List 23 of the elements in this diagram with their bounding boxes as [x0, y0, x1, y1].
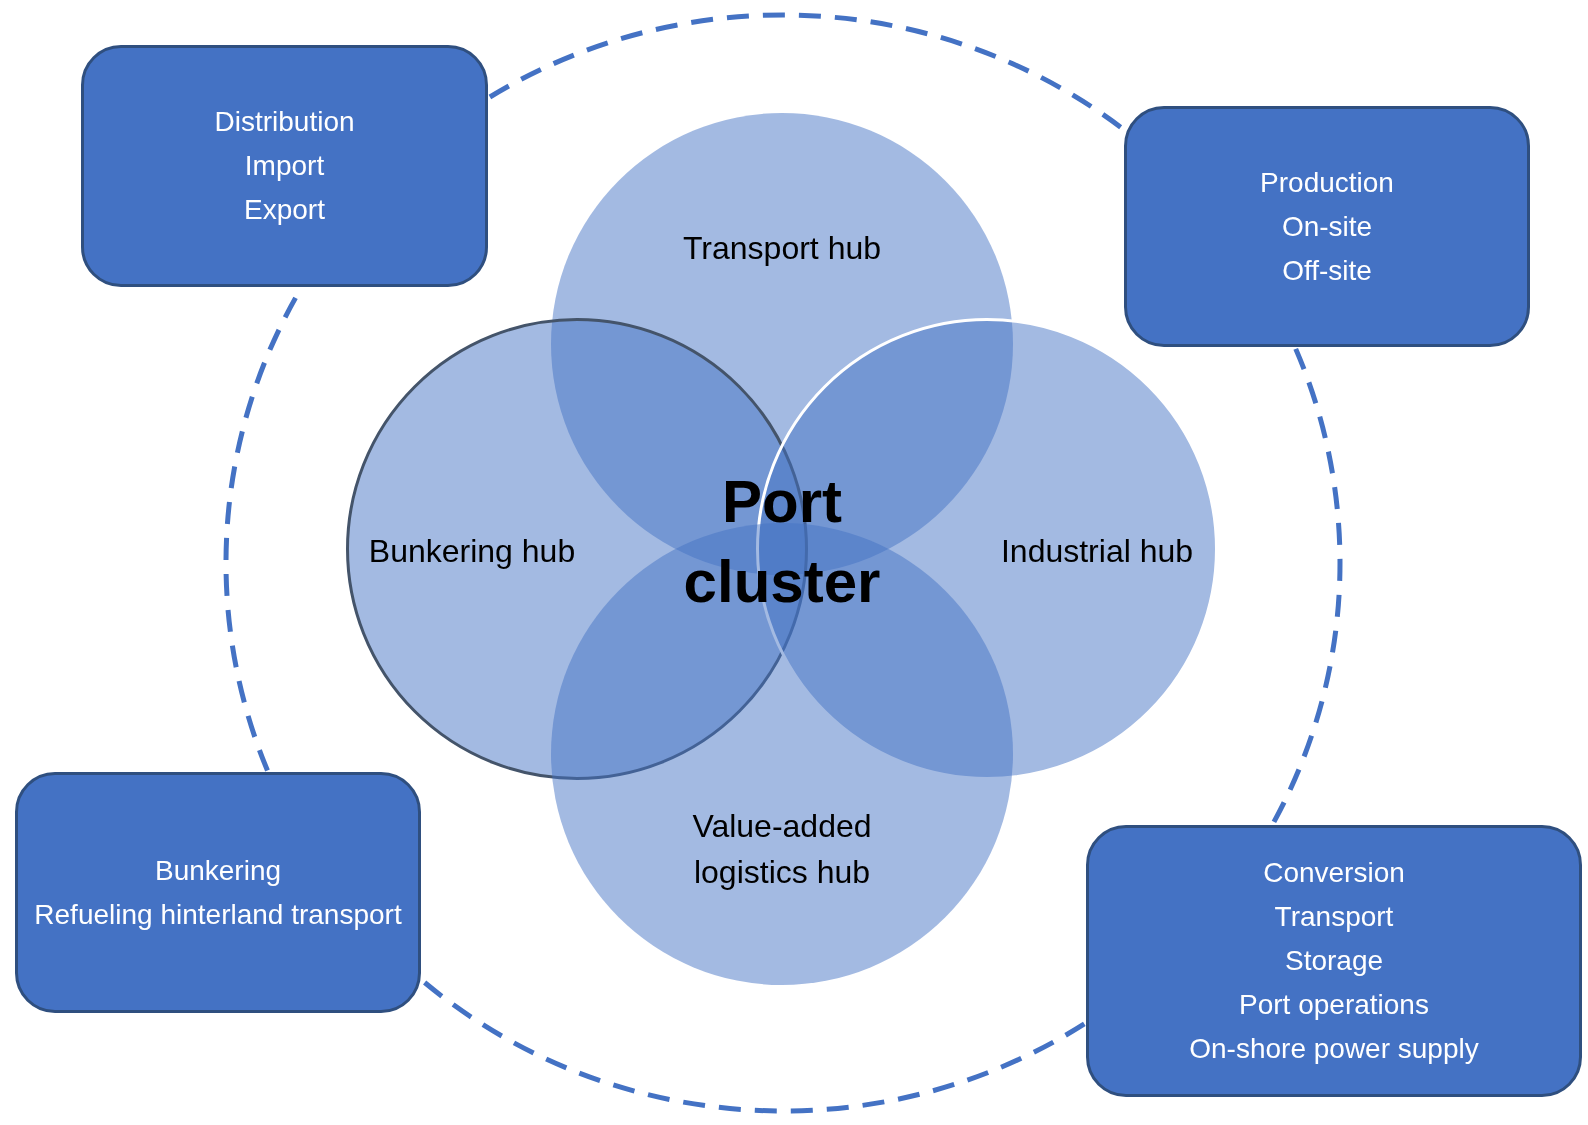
rounded-box	[1086, 825, 1582, 1097]
box-text: Transport	[1274, 900, 1394, 934]
box-text: Conversion	[1263, 856, 1405, 890]
hub-label: Value-added logistics hub	[691, 807, 873, 892]
box-text: Bunkering	[154, 853, 282, 888]
rounded-box	[15, 772, 421, 1013]
box-text: Distribution	[214, 105, 355, 139]
box-text: Refueling hinterland transport	[34, 897, 402, 932]
box-text: Import	[244, 149, 325, 183]
box-text: On-site	[1281, 209, 1373, 244]
box-text: Off-site	[1282, 253, 1372, 288]
hub-label: Industrial hub	[999, 532, 1195, 571]
dashed-connector	[1270, 348, 1343, 826]
box-text: On-shore power supply	[1189, 1032, 1479, 1066]
box-text: Port operations	[1239, 988, 1429, 1022]
dashed-connector	[488, 13, 1124, 131]
hub-label: Transport hub	[682, 229, 882, 268]
rounded-box	[81, 45, 488, 287]
hub-label: Bunkering hub	[367, 532, 577, 571]
box-text: Storage	[1284, 944, 1384, 978]
box-text: Production	[1260, 165, 1394, 200]
rounded-box	[1124, 106, 1530, 347]
box-text: Export	[244, 193, 325, 227]
